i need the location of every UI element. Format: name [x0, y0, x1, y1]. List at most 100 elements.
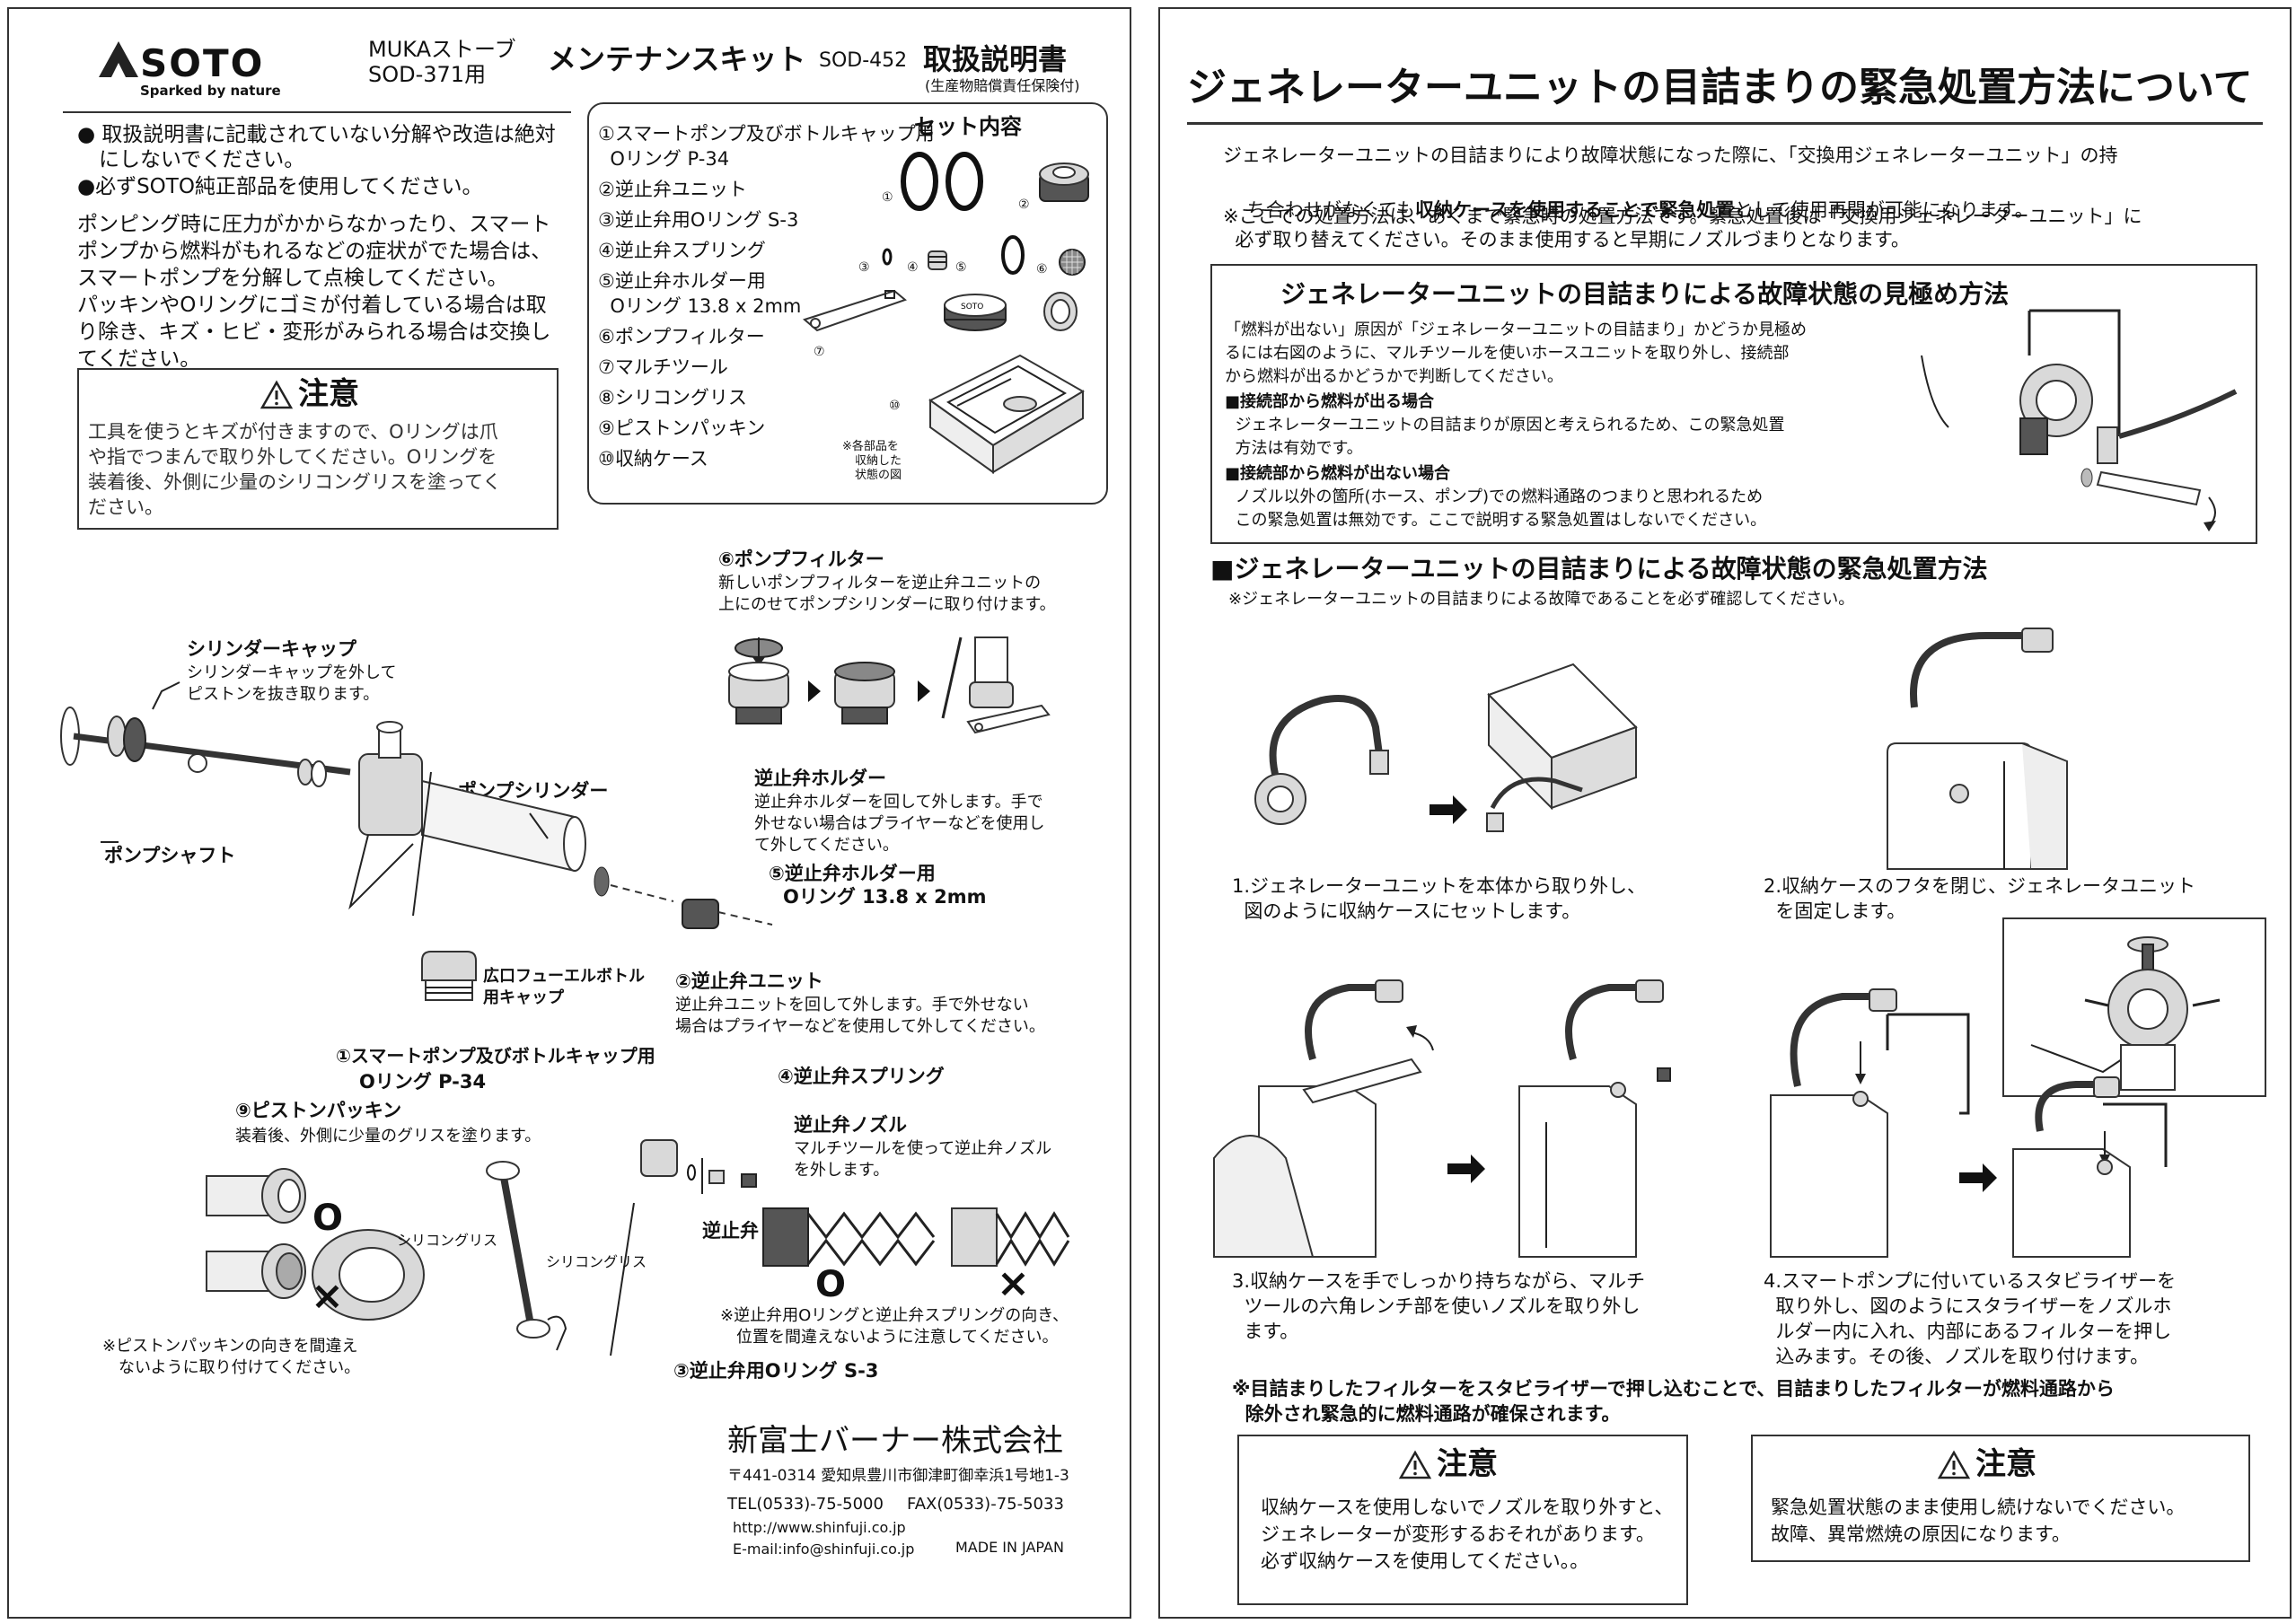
intro-line: ポンプから燃料がもれるなどの症状がでた場合は、 — [77, 240, 552, 263]
set-num: ④ — [907, 260, 919, 275]
step4-line: 取り外し、図のようにスタライザーをノズルホ — [1764, 1295, 2172, 1317]
valve-unit-title: ②逆止弁ユニット — [675, 970, 823, 992]
intro-line-1: ジェネレーターユニットの目詰まりにより故障状態になった際に、「交換用ジェネレータ… — [1223, 145, 2118, 166]
intro-line: パッキンやOリングにゴミが付着している場合は取 — [77, 294, 547, 317]
set-item: ⑨ピストンパッキン — [598, 417, 766, 439]
insurance-note: (生産物賠償責任保険付) — [925, 77, 1080, 94]
step1-diagram — [1254, 663, 1638, 832]
step2-line: 2.収納ケースのフタを閉じ、ジェネレータユニット — [1764, 875, 2195, 897]
check-valve-parts-diagram — [610, 1139, 1070, 1356]
cylinder-cap-desc: ピストンを抜き取ります。 — [187, 685, 380, 704]
holder-title: 逆止弁ホルダー — [754, 768, 886, 789]
oring5-label: Oリング 13.8 x 2mm — [783, 886, 987, 908]
holder-desc: 逆止弁ホルダーを回して外します。手で — [754, 793, 1043, 812]
set-item: ④逆止弁スプリング — [598, 240, 766, 261]
set-num: ⑥ — [1036, 262, 1048, 277]
title-rule — [1187, 122, 2263, 125]
diagnosis-line: 「燃料が出ない」原因が「ジェネレーターユニットの目詰まり」かどうか見極め — [1225, 320, 1807, 339]
caution-line: や指でつまんで取り外してください。Oリングを — [88, 446, 497, 468]
set-note: 収納した — [855, 454, 902, 468]
stove-hose-diagram — [1921, 309, 2238, 531]
brand-tagline: Sparked by nature — [140, 83, 281, 99]
cylinder-cap-desc: シリンダーキャップを外して — [187, 663, 397, 682]
ok-mark-valve: O — [815, 1264, 847, 1305]
svg-text:SOTO: SOTO — [961, 303, 983, 312]
company-email: E-mail:info@shinfuji.co.jp — [733, 1541, 915, 1558]
silicone-grease-icon: SOTO — [944, 294, 1007, 331]
set-num: ⑤ — [955, 260, 967, 275]
stabilizer-inset-diagram — [2030, 936, 2221, 1091]
step4-line: ルダー内に入れ、内部にあるフィルターを押し — [1764, 1321, 2172, 1342]
intro-line: り除き、キズ・ヒビ・変形がみられる場合は交換し — [77, 320, 551, 344]
piston-note: ※ピストンパッキンの向きを間違え — [102, 1337, 358, 1356]
ng-mark-piston: × — [311, 1273, 344, 1319]
nozzle-desc: マルチツールを使って逆止弁ノズル — [794, 1139, 1052, 1158]
piston-desc: 装着後、外側に少量のグリスを塗ります。 — [235, 1127, 541, 1146]
page-title: ジェネレーターユニットの目詰まりの緊急処置方法について — [1187, 65, 2253, 110]
intro-part: ち合わせがなくても — [1246, 199, 1416, 221]
intro-emphasis: 収納ケースを使用することで緊急処置 — [1415, 199, 1735, 221]
left-page: SOTO Sparked by nature MUKAストーブ SOD-371用… — [7, 7, 1131, 1619]
step1-line: 1.ジェネレーターユニットを本体から取り外し、 — [1232, 875, 1647, 897]
manual-title: 取扱説明書 — [923, 42, 1068, 76]
soto-logo-icon — [99, 41, 138, 77]
set-note: 状態の図 — [855, 469, 902, 482]
right-page: ジェネレーターユニットの目詰まりの緊急処置方法について ジェネレーターユニットの… — [1158, 7, 2292, 1619]
method-note: ※ジェネレーターユニットの目詰まりによる故障であることを必ず確認してください。 — [1228, 590, 1855, 609]
company-web: http://www.shinfuji.co.jp — [733, 1519, 906, 1536]
caution-title: 注意 — [298, 376, 359, 412]
method-title: ■ジェネレーターユニットの目詰まりによる故障状態の緊急処置方法 — [1210, 554, 1988, 584]
pump-shaft-label: ポンプシャフト — [104, 845, 236, 866]
caution1-line: 収納ケースを使用しないでノズルを取り外すと、 — [1261, 1497, 1674, 1518]
pump-exploded-diagram — [60, 681, 773, 929]
set-item: ②逆止弁ユニット — [598, 179, 747, 200]
set-num: ③ — [858, 260, 870, 275]
check-valve-label: 逆止弁 — [702, 1220, 759, 1242]
case1-title: ■接続部から燃料が出る場合 — [1225, 392, 1435, 411]
step2-diagram — [1887, 628, 2068, 870]
caution-line: 工具を使うとキズが付きますので、Oリングは爪 — [88, 421, 498, 443]
fuel-cap-label: 用キャップ — [483, 988, 564, 1007]
set-title: セット内容 — [914, 114, 1022, 139]
valve-unit-desc: 逆止弁ユニットを回して外します。手で外せない — [675, 996, 1029, 1014]
set-num: ⑩ — [889, 399, 901, 413]
diagnosis-line: るには右図のように、マルチツールを使いホースユニットを取り外し、接続部 — [1225, 344, 1790, 363]
intro-line: スマートポンプを分解して点検してください。 — [77, 267, 508, 290]
holder-desc: て外してください。 — [754, 836, 899, 855]
cylinder-cap-title: シリンダーキャップ — [187, 638, 356, 660]
fuel-cap-icon — [421, 951, 477, 1001]
spring-title: ④逆止弁スプリング — [778, 1066, 945, 1087]
step3-diagram — [1213, 979, 1671, 1258]
step4-diagram — [1770, 988, 2168, 1258]
case1-line: ジェネレーターユニットの目詰まりが原因と考えられるため、この緊急処置 — [1225, 416, 1785, 435]
intro-line-4: 必ず取り替えてください。そのまま使用すると早期にノズルづまりとなります。 — [1223, 229, 1910, 250]
step3-line: ツールの六角レンチ部を使いノズルを取り外し — [1232, 1295, 1641, 1317]
valve-note: 位置を間違えないように注意してください。 — [736, 1328, 1059, 1347]
set-item: ①スマートポンプ及びボトルキャップ用 — [598, 123, 935, 145]
warning-triangle-icon — [1937, 1450, 1971, 1479]
set-item: Oリング 13.8 x 2mm — [598, 295, 802, 317]
caution-box-1: 注意 収納ケースを使用しないでノズルを取り外すと、 ジェネレーターが変形するおそ… — [1237, 1435, 1688, 1605]
notice-1b: にしないでください。 — [99, 148, 305, 171]
warning-triangle-icon — [1398, 1450, 1432, 1479]
step2-line: を固定します。 — [1764, 900, 1906, 922]
piston-orientation-diagram — [206, 1161, 567, 1351]
intro-line: てください。 — [77, 347, 201, 371]
oring3-label: ③逆止弁用Oリング S-3 — [673, 1360, 879, 1382]
ng-mark-valve: × — [997, 1260, 1030, 1306]
set-item: ⑤逆止弁ホルダー用 — [598, 270, 766, 292]
kit-name: メンテナンスキット — [548, 42, 806, 76]
piston-title: ⑨ピストンパッキン — [235, 1100, 402, 1121]
multi-tool-icon — [802, 289, 907, 332]
caution1-title: 注意 — [1437, 1446, 1498, 1482]
filter-install-diagram — [728, 636, 1051, 734]
step4-line: 込みます。その後、ノズルを取り付けます。 — [1764, 1346, 2150, 1367]
step3-line: 3.収納ケースを手でしっかり持ちながら、マルチ — [1232, 1270, 1645, 1292]
diagnosis-line: から燃料が出るかどうかで判断してください。 — [1225, 367, 1563, 386]
intro-line-3: ※ここでの処置方法は、あくまで緊急時の処置方法です。緊急処置後は「交換用ジェネレ… — [1223, 206, 2142, 227]
spring-icon — [928, 250, 947, 270]
intro-line: ポンピング時に圧力がかからなかったり、スマート — [77, 213, 551, 236]
set-num: ② — [1018, 198, 1030, 212]
filter-icon — [1059, 249, 1086, 276]
caution-box-2: 注意 緊急処置状態のまま使用し続けないでください。 故障、異常燃焼の原因になりま… — [1751, 1435, 2250, 1562]
